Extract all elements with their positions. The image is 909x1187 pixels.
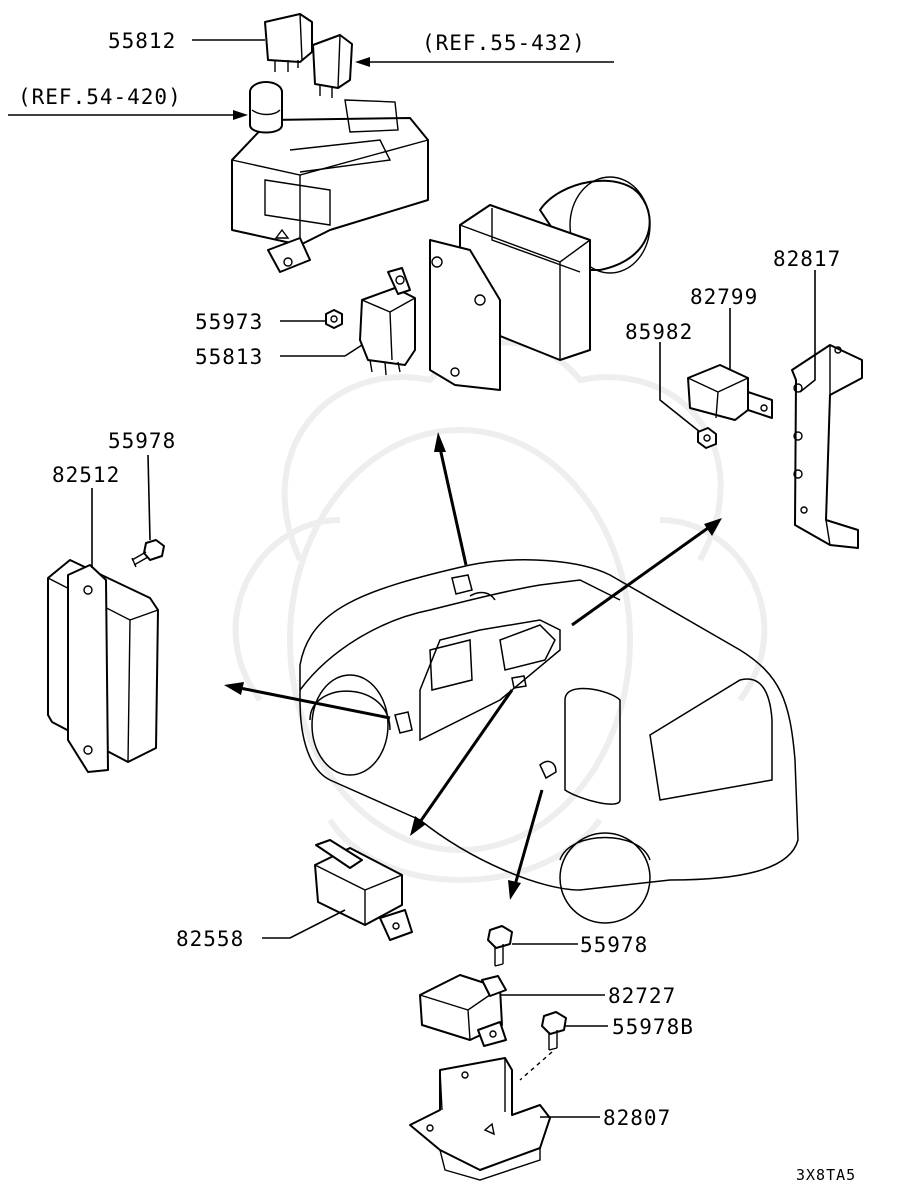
relay-ref-55-432 <box>312 34 353 98</box>
label-55813: 55813 <box>195 345 263 369</box>
leader-lines <box>8 39 816 1118</box>
label-85982: 85982 <box>625 320 693 344</box>
label-55978-bottom: 55978 <box>580 933 648 957</box>
label-82817: 82817 <box>773 247 841 271</box>
bracket-82817 <box>791 344 863 549</box>
bolt-55978-bottom <box>487 925 513 967</box>
label-82512: 82512 <box>52 463 120 487</box>
arrow-to-bracket <box>571 518 722 627</box>
switch-ref-54-420 <box>249 81 283 134</box>
arrow-to-ecu <box>224 682 391 720</box>
label-55812: 55812 <box>108 29 176 53</box>
label-55978B: 55978B <box>612 1015 694 1039</box>
nut-55973 <box>325 309 343 329</box>
arrow-to-motor <box>434 432 468 566</box>
relay-55812 <box>264 13 313 72</box>
vehicle-outline <box>299 559 799 924</box>
label-55978-left: 55978 <box>108 429 176 453</box>
label-ref-54-420: (REF.54-420) <box>18 85 182 109</box>
label-82558: 82558 <box>176 927 244 951</box>
label-55973: 55973 <box>195 310 263 334</box>
relay-82799 <box>687 364 773 421</box>
bolt-55978B <box>541 1011 567 1051</box>
relay-55813 <box>359 267 416 376</box>
wiper-motor <box>429 176 651 391</box>
label-82799: 82799 <box>690 285 758 309</box>
bolt-55978-left <box>131 539 165 568</box>
diagram-code: 3X8TA5 <box>796 1166 856 1184</box>
control-unit-82512 <box>47 559 159 773</box>
bracket-82807 <box>409 1051 553 1181</box>
label-ref-55-432: (REF.55-432) <box>422 31 586 55</box>
relay-box-assembly <box>231 99 429 273</box>
nut-85982 <box>697 427 717 449</box>
unit-82558 <box>314 839 413 941</box>
arrow-to-82558 <box>410 689 514 836</box>
label-82807: 82807 <box>603 1106 671 1130</box>
unit-82727 <box>419 974 507 1047</box>
arrow-to-82727 <box>508 789 544 900</box>
label-82727: 82727 <box>608 984 676 1008</box>
watermark-emblem <box>232 339 768 883</box>
